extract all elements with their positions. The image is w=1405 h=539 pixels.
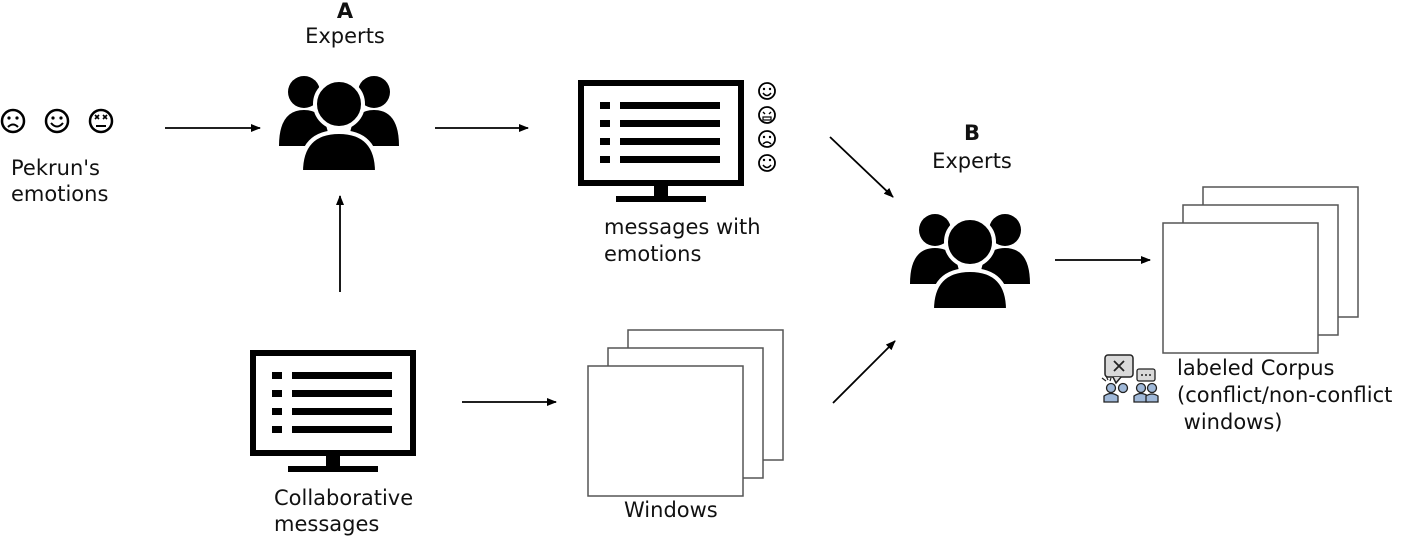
messages-with-emotions-monitor-icon — [581, 83, 741, 202]
messages-with-emotions-line1: messages with — [604, 215, 761, 239]
messages-with-emotions-line2: emotions — [604, 242, 702, 266]
experts-a-people-icon — [277, 74, 401, 174]
stage-b-title: Experts — [932, 149, 1012, 173]
pekrun-label-line2: emotions — [11, 182, 109, 206]
stage-a-title: Experts — [305, 24, 385, 48]
arrow-windows-to-experts-b — [832, 340, 896, 404]
grin-face-icon — [758, 154, 776, 172]
collaborative-messages-monitor-icon — [253, 353, 413, 472]
corpus-line3: windows) — [1177, 410, 1283, 434]
experts-b-people-icon — [908, 212, 1032, 312]
stage-b-letter: B — [963, 121, 980, 145]
collaborative-line1: Collaborative — [274, 486, 414, 510]
windows-label: Windows — [624, 498, 718, 522]
stage-a-letter: A — [336, 0, 354, 23]
arrow-messages-to-experts-b — [829, 136, 894, 198]
frown-face-icon — [758, 130, 776, 148]
emoji-column — [758, 82, 776, 172]
happy-face-icon — [44, 108, 70, 134]
smile-face-icon — [758, 82, 776, 100]
corpus-line2: (conflict/non-conflict — [1177, 383, 1393, 407]
conflict-chat-icon — [1101, 354, 1159, 403]
corpus-line1: labeled Corpus — [1177, 356, 1335, 380]
sad-face-icon — [0, 108, 26, 134]
dizzy-face-icon — [88, 108, 114, 134]
anxious-face-icon — [758, 106, 776, 124]
collaborative-line2: messages — [274, 512, 380, 536]
pekrun-label-line1: Pekrun's — [11, 156, 100, 180]
windows-stack-icon — [587, 329, 784, 497]
corpus-windows-stack-icon — [1162, 186, 1359, 354]
